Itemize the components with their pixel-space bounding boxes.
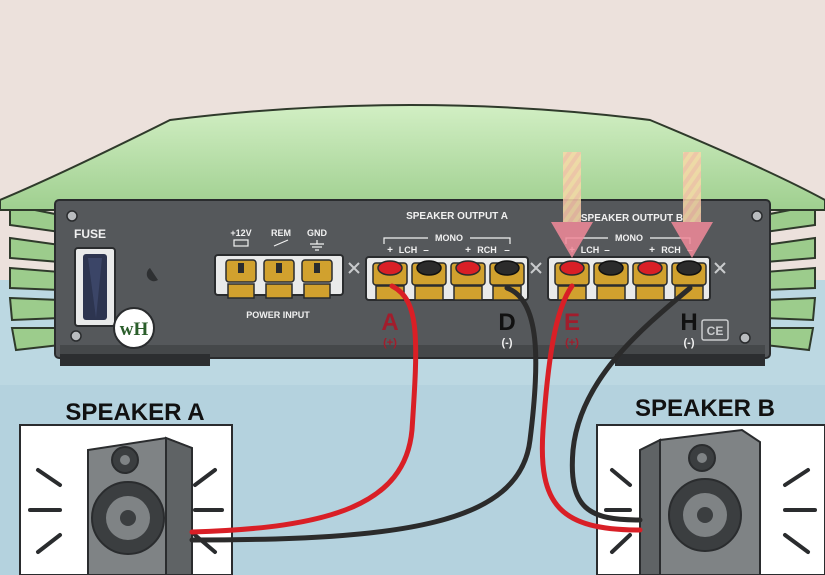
power-input-caption: POWER INPUT [246,310,310,320]
lch-label-b: LCH [581,245,600,255]
switch-icon [273,239,289,247]
heat-sink-right [764,203,817,352]
mono-label-a: MONO [435,233,463,243]
speaker-output-a-block [365,256,529,301]
power-input-block [214,254,344,299]
panel-screws [66,210,763,344]
screw-icon [66,210,78,222]
panel-bottom-lip [60,345,765,357]
rch-label-b: RCH [661,245,681,255]
terminal-b-lch-negative[interactable] [598,260,624,276]
highlight-arrow-h [671,152,713,258]
foot-left [60,354,210,366]
terminal-label-d: D [498,309,515,336]
terminal-b-rch-positive[interactable] [637,260,663,276]
indicator-icon [146,268,158,282]
power-label-rem: REM [271,228,291,238]
terminal-sign-d: (-) [502,337,513,349]
wire-e-positive [539,283,643,533]
screw-icon [714,262,726,274]
block-screws [348,262,726,274]
speaker-output-b-title: SPEAKER OUTPUT B [581,213,683,224]
power-label-gnd: GND [307,228,328,238]
power-symbols [233,239,324,251]
terminal-sign-h: (-) [684,337,695,349]
ce-mark [701,319,729,341]
screw-icon [70,330,82,342]
speaker-a-title: SPEAKER A [65,399,204,426]
vibration-lines-left [28,468,224,554]
fuse-label: FUSE [74,227,106,241]
rch-plus-a: + [465,245,471,256]
highlight-arrow-e [551,152,593,258]
rch-minus-a: – [504,245,510,256]
foot-right [615,354,765,366]
mono-bracket-a [383,237,511,244]
terminal-label-e: E [564,309,580,336]
rch-label-a: RCH [477,245,497,255]
lch-minus-b: – [604,245,610,256]
arrow-down-icon [671,222,713,258]
speaker-b [596,424,825,575]
fuse-holder [74,247,116,327]
terminal-a-rch-positive[interactable] [455,260,481,276]
terminal-label-a: A [381,309,398,336]
arrow-down-icon [551,222,593,258]
terminal-sign-e: (+) [565,337,579,349]
power-label-12v: +12V [230,228,251,238]
screw-icon [751,210,763,222]
terminal-label-h: H [680,309,697,336]
speaker-output-a-title: SPEAKER OUTPUT A [406,211,508,222]
speaker-wires [189,283,693,543]
amplifier-top-cover [0,104,825,211]
wire-h-negative [569,285,693,523]
screw-icon [739,332,751,344]
speaker-output-b-block [547,256,711,301]
vibration-lines-right [604,468,817,554]
terminal-sign-a: (+) [383,337,397,349]
wikihow-badge [113,307,155,349]
wire-a-positive [189,283,419,535]
heat-sink-left [8,203,61,352]
wire-d-negative [189,285,539,543]
wikihow-badge-text: wH [120,319,149,340]
mono-label-b: MONO [615,233,643,243]
terminal-a-rch-negative[interactable] [494,260,520,276]
rch-plus-b: + [649,245,655,256]
ce-mark-text: CE [707,324,724,338]
lch-plus-a: + [387,245,393,256]
ground-icon [310,240,324,251]
terminal-a-lch-positive[interactable] [377,260,403,276]
speaker-b-title: SPEAKER B [635,395,775,422]
battery-icon [233,239,249,247]
screw-icon [348,262,360,274]
amplifier: FUSE wH +12V REM GND [0,104,825,366]
terminal-b-rch-negative[interactable] [676,260,702,276]
lch-minus-a: – [423,245,429,256]
lch-label-a: LCH [399,245,418,255]
screw-icon [530,262,542,274]
speaker-a [19,424,233,575]
terminal-b-lch-positive[interactable] [559,260,585,276]
terminal-a-lch-negative[interactable] [416,260,442,276]
